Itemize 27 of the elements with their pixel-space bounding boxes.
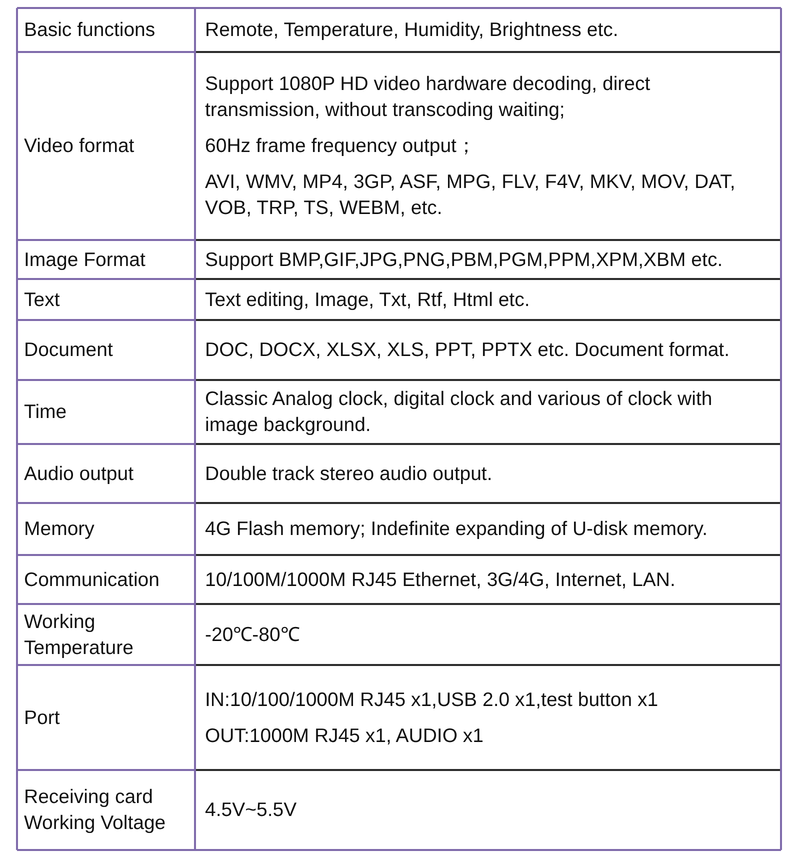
- row-header: Port: [24, 706, 61, 730]
- row-header: Text: [24, 288, 61, 312]
- row-header: Working Temperature: [24, 610, 134, 660]
- spec-text: 10/100M/1000M RJ45 Ethernet, 3G/4G, Internet, LAN.: [205, 568, 676, 592]
- row-header: Basic functions: [24, 18, 156, 43]
- spec-text: Support BMP,GIF,JPG,PNG,PBM,PGM,PPM,XPM,XBM etc.: [205, 248, 724, 272]
- spec-text: DOC, DOCX, XLSX, XLS, PPT, PPTX etc. Document format.: [205, 338, 731, 363]
- row-header: Memory: [24, 517, 96, 542]
- spec-text: AVI, WMV, MP4, 3GP, ASF, MPG, FLV, F4V, MKV, MOV, DAT, VOB, TRP, TS, WEBM, etc.: [205, 170, 736, 221]
- spec-text: Remote, Temperature, Humidity, Brightness etc.: [205, 18, 620, 43]
- spec-text: IN:10/100/1000M RJ45 x1,USB 2.0 x1,test button x1: [205, 688, 660, 712]
- row-header: Receiving card Working Voltage: [24, 785, 167, 836]
- spec-text: 4G Flash memory; Indefinite expanding of U-disk memory.: [205, 517, 709, 542]
- row-header: Audio output: [24, 462, 135, 486]
- row-header: Time: [24, 400, 68, 425]
- spec-text: Double track stereo audio output.: [205, 462, 494, 486]
- spec-text: OUT:1000M RJ45 x1, AUDIO x1: [205, 724, 485, 748]
- spec-text: 60Hz frame frequency output；: [205, 134, 478, 159]
- row-header: Communication: [24, 568, 160, 592]
- spec-text: Support 1080P HD video hardware decoding, direct transmission, without transcoding waiting;: [205, 72, 652, 123]
- spec-text: 4.5V~5.5V: [205, 798, 298, 823]
- row-header: Video format: [24, 134, 136, 159]
- spec-text: Text editing, Image, Txt, Rtf, Html etc.: [205, 288, 531, 312]
- spec-text: Classic Analog clock, digital clock and various of clock with image background.: [205, 387, 714, 438]
- row-header: Image Format: [24, 248, 146, 272]
- spec-text: -20℃-80℃: [205, 622, 300, 648]
- row-header: Document: [24, 338, 114, 363]
